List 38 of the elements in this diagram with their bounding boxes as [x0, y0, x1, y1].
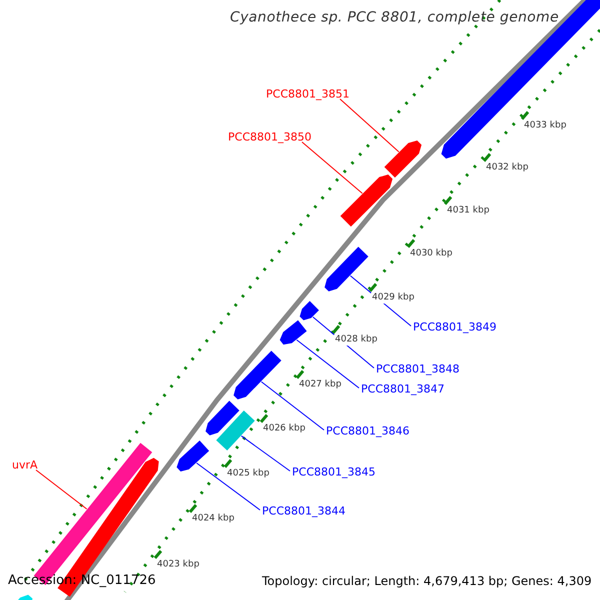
gene-label: PCC8801_3851	[266, 87, 350, 101]
gene-block	[206, 400, 240, 436]
genome-info-text: Topology: circular; Length: 4,679,413 bp; Genes: 4,309	[262, 574, 592, 588]
scale-label: 4025 kbp	[226, 468, 270, 480]
gene-bar	[216, 410, 255, 450]
scale-label: 4028 kbp	[334, 334, 378, 346]
scale-label: 4023 kbp	[156, 560, 200, 570]
scale-label: 4030 kbp	[409, 248, 454, 260]
leader-line	[260, 381, 324, 430]
scale-label: 4031 kbp	[446, 206, 490, 216]
gene-label: PCC8801_3846	[326, 424, 410, 438]
gene-label: PCC8801_3847	[361, 382, 444, 396]
scale-label: 4029 kbp	[371, 292, 416, 304]
gene-block	[384, 140, 422, 178]
gene-block	[234, 350, 282, 400]
scale-label: 4024 kbp	[191, 514, 236, 524]
leader-line	[196, 462, 260, 510]
gene-block	[324, 246, 368, 292]
leader-line	[36, 470, 88, 510]
gene-block	[280, 320, 307, 345]
leader-line	[340, 98, 400, 152]
leader-line	[240, 435, 290, 472]
gene-block	[340, 174, 393, 227]
scale-label: 4027 kbp	[298, 380, 342, 390]
gene-label: PCC8801_3850	[228, 130, 312, 144]
gene-label: uvrA	[12, 458, 38, 472]
leader-line	[296, 339, 360, 388]
scale-label: 4026 kbp	[262, 424, 306, 434]
gene-block	[176, 440, 210, 472]
gene-label: PCC8801_3848	[376, 362, 460, 376]
title: Cyanothece sp. PCC 8801, complete genome	[230, 10, 559, 26]
scale-label: 4033 kbp	[523, 120, 568, 132]
gene-block	[300, 301, 319, 320]
gene-label: PCC8801_3845	[292, 465, 376, 479]
scale-label: 4032 kbp	[485, 162, 530, 174]
gene-label: PCC8801_3844	[262, 504, 346, 518]
gene-label: PCC8801_3849	[413, 320, 496, 334]
leader-line	[302, 142, 363, 194]
